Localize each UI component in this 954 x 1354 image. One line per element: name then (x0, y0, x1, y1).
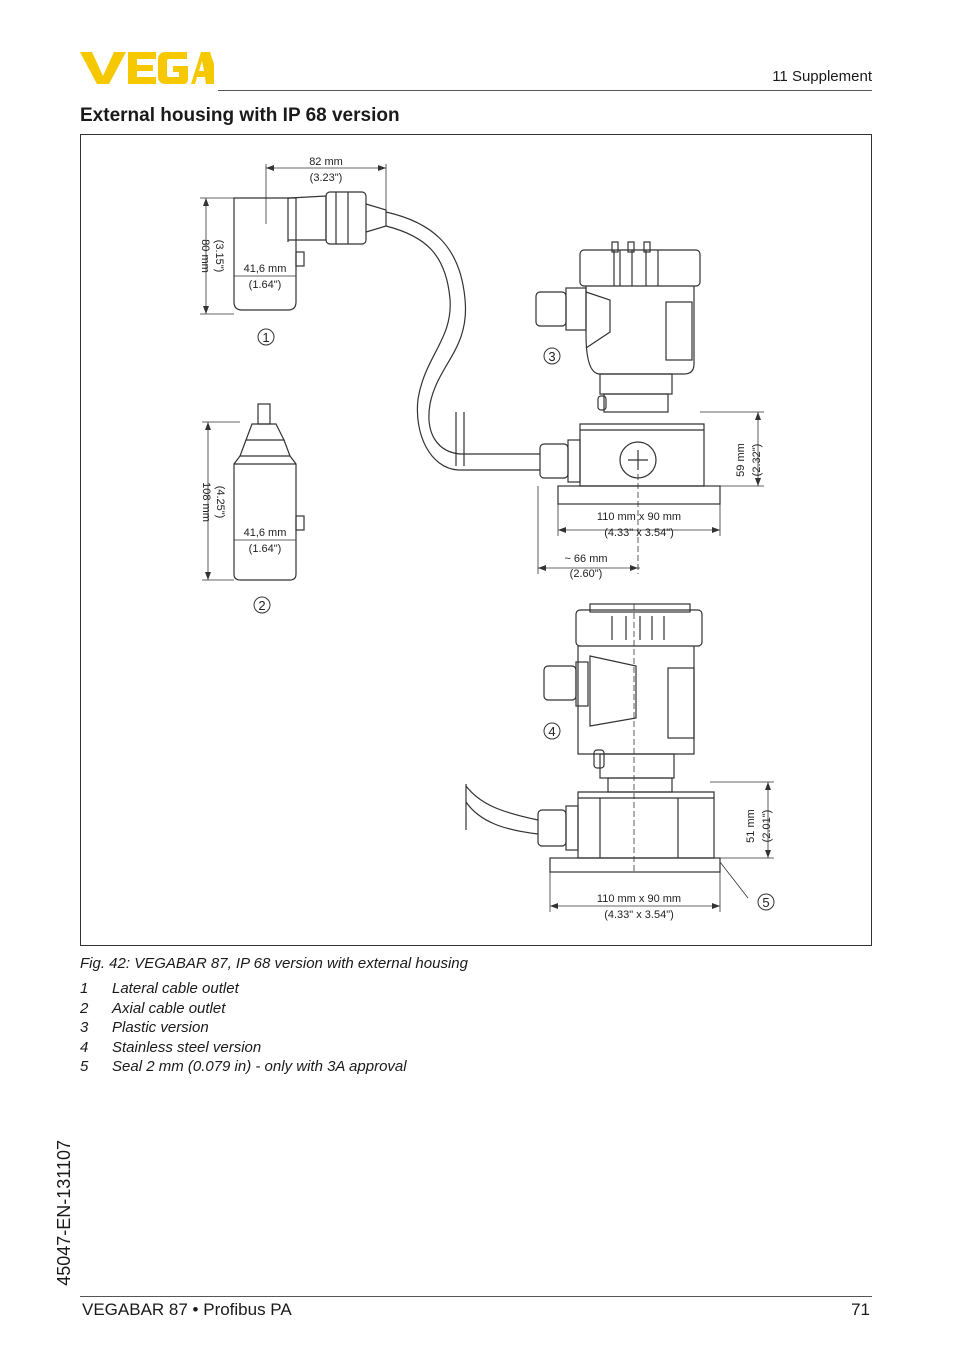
page-title: External housing with IP 68 version (80, 105, 400, 126)
marker-5: 5 (762, 895, 769, 910)
figure-caption: Fig. 42: VEGABAR 87, IP 68 version with … (80, 955, 468, 972)
marker-4: 4 (548, 724, 555, 739)
dim-label: (4.33" x 3.54") (604, 527, 674, 539)
dim-label: (2.60") (570, 568, 603, 580)
document-id: 45047-EN-131107 (54, 1140, 74, 1286)
legend-item: 3 Plastic version (80, 1018, 407, 1038)
legend-item: 1 Lateral cable outlet (80, 979, 407, 999)
footer-rule (80, 1296, 872, 1297)
dim-label: (4.25") (214, 486, 226, 519)
dim-label: 51 mm (745, 809, 757, 843)
legend-number: 2 (80, 999, 89, 1017)
dim-label: (1.64") (249, 543, 282, 555)
legend-text: Seal 2 mm (0.079 in) - only with 3A appr… (112, 1058, 407, 1075)
dim-label: ~ 66 mm (564, 553, 607, 565)
legend-text: Stainless steel version (112, 1038, 262, 1056)
dim-label: (4.33" x 3.54") (604, 909, 674, 921)
vega-logo (80, 52, 214, 84)
dim-label: 41,6 mm (244, 527, 287, 539)
technical-drawing: 82 mm (3.23") 41,6 mm (1.64") 41,6 mm (1… (199, 156, 775, 921)
footer-product: VEGABAR 87 • Profibus PA (82, 1300, 292, 1319)
dim-label: (3.23") (310, 172, 343, 184)
device-axial-outlet (233, 403, 305, 581)
dim-label: 59 mm (735, 443, 747, 477)
marker-1: 1 (262, 330, 269, 345)
legend-number: 4 (80, 1038, 89, 1056)
legend-number: 1 (80, 980, 89, 997)
device-stainless-version (465, 603, 721, 874)
section-label: 11 Supplement (772, 68, 872, 85)
dim-label: (1.64") (249, 279, 282, 291)
legend-number: 5 (80, 1058, 89, 1075)
legend-item: 2 Axial cable outlet (80, 999, 407, 1019)
legend-number: 3 (80, 1019, 89, 1036)
dim-label: 110 mm x 90 mm (597, 511, 681, 523)
dim-label: 41,6 mm (244, 263, 287, 275)
legend-text: Lateral cable outlet (112, 980, 239, 997)
dim-label: (2.32") (751, 444, 763, 477)
dim-label: (3.15") (213, 240, 225, 273)
figure-legend: 1 Lateral cable outlet 2 Axial cable out… (80, 979, 407, 1077)
dim-label: 110 mm x 90 mm (597, 893, 681, 905)
legend-item: 4 Stainless steel version (80, 1038, 407, 1058)
legend-text: Plastic version (112, 1019, 209, 1036)
dim-label: 82 mm (309, 156, 343, 168)
device-plastic-version (535, 241, 721, 505)
device-lateral-outlet (233, 191, 540, 471)
marker-2: 2 (258, 598, 265, 613)
legend-item: 5 Seal 2 mm (0.079 in) - only with 3A ap… (80, 1057, 407, 1077)
legend-text: Axial cable outlet (112, 999, 226, 1017)
header-rule (218, 90, 872, 91)
dim-label: (2.01") (761, 810, 773, 843)
marker-3: 3 (548, 349, 555, 364)
page-number: 71 (851, 1300, 870, 1319)
figure-frame (80, 134, 872, 946)
dim-label: 108 mm (200, 482, 212, 522)
dim-label: 80 mm (199, 239, 211, 273)
